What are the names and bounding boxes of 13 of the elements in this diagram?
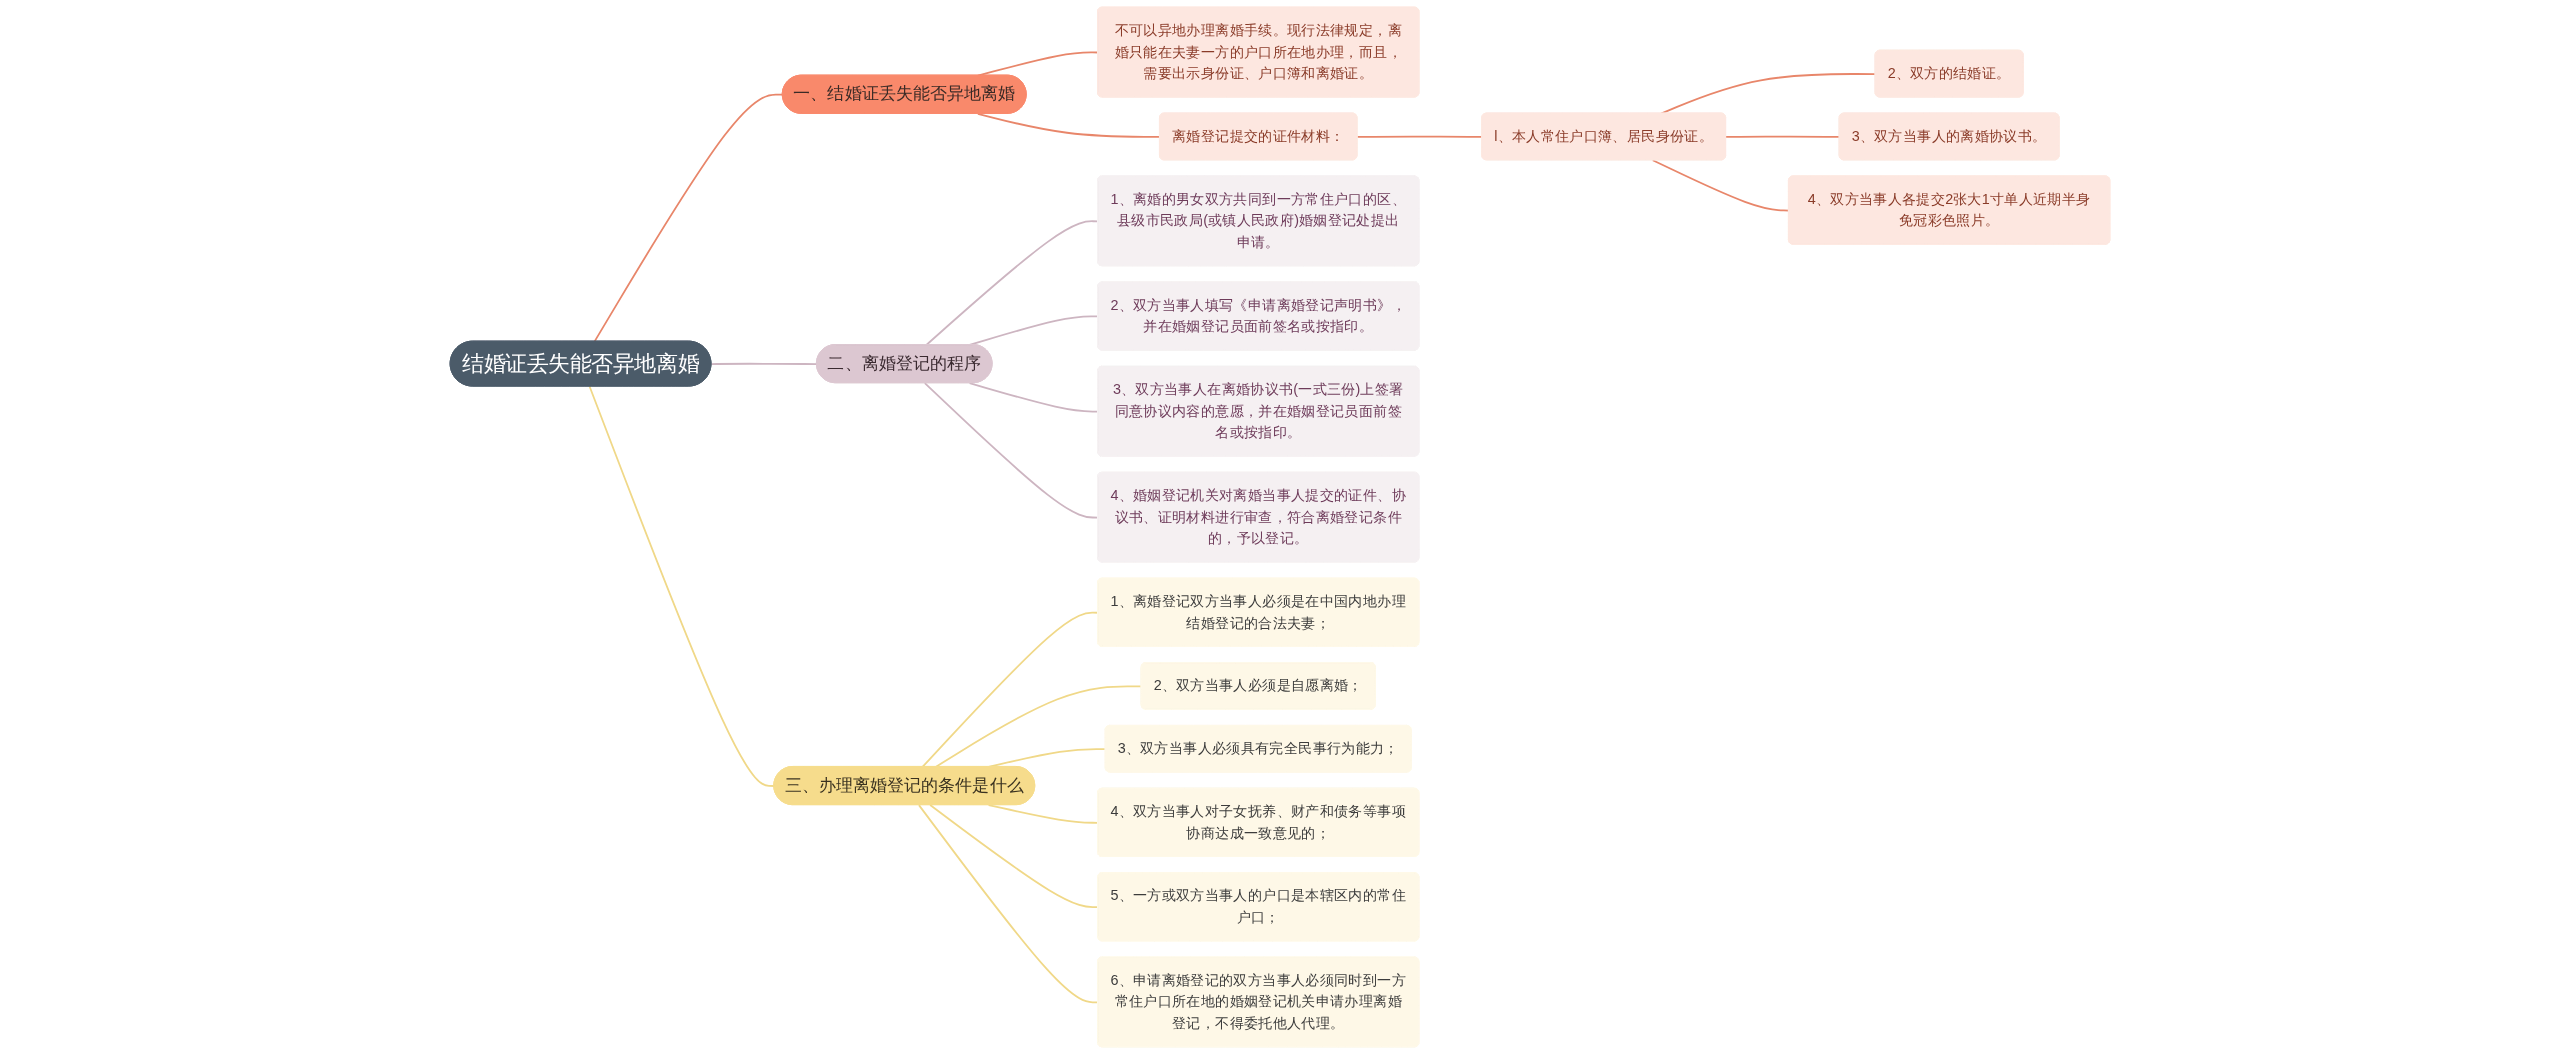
connector bbox=[929, 804, 1099, 909]
connector bbox=[710, 362, 818, 365]
connector bbox=[925, 220, 1099, 346]
connector bbox=[921, 611, 1099, 768]
connector bbox=[987, 804, 1099, 824]
connector bbox=[976, 112, 1161, 138]
connector bbox=[934, 685, 1143, 768]
connector bbox=[1725, 135, 1841, 138]
connector bbox=[923, 382, 1099, 519]
connector bbox=[593, 93, 784, 343]
connector bbox=[968, 382, 1099, 413]
connector bbox=[1651, 159, 1790, 212]
connector bbox=[918, 804, 1099, 1004]
